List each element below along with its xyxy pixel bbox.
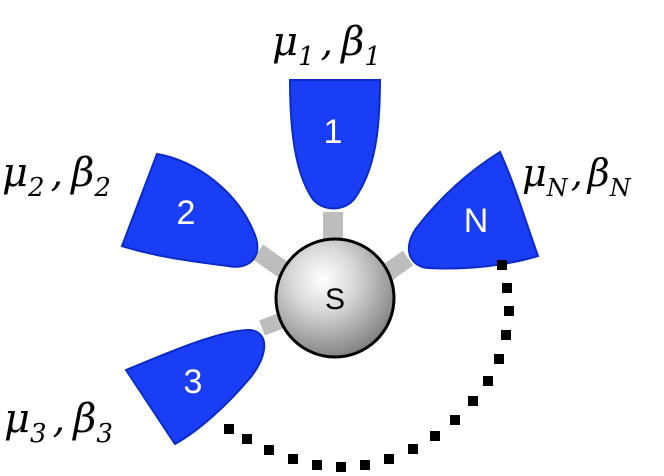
separator: , xyxy=(571,151,583,195)
dot xyxy=(312,460,322,470)
reservoir-1-number: 1 xyxy=(324,113,343,151)
reservoir-3-params: μ3,β3 xyxy=(4,396,113,449)
mu-symbol: μ xyxy=(4,396,30,442)
mu-subscript: 3 xyxy=(30,419,47,449)
dot xyxy=(497,260,507,270)
reservoir-N xyxy=(408,150,540,270)
dot xyxy=(483,376,493,386)
reservoir-1-params: μ1,β1 xyxy=(272,19,381,72)
reservoir-2-number: 2 xyxy=(177,194,196,232)
mu-symbol: μ xyxy=(272,19,298,65)
beta-symbol: β xyxy=(586,151,610,195)
dot xyxy=(264,445,274,455)
dot xyxy=(288,454,298,464)
separator: , xyxy=(51,150,64,196)
dot xyxy=(494,354,504,364)
dot xyxy=(408,444,418,454)
reservoir-3 xyxy=(124,328,266,446)
separator: , xyxy=(53,396,66,442)
dot xyxy=(430,431,440,441)
dot xyxy=(224,424,234,434)
beta-subscript: N xyxy=(609,174,632,202)
mu-subscript: 2 xyxy=(27,173,45,203)
beta-subscript: 2 xyxy=(93,173,111,203)
system-label: S xyxy=(325,283,345,316)
beta-symbol: β xyxy=(69,150,94,196)
mu-symbol: μ xyxy=(2,150,28,196)
dot xyxy=(502,283,512,293)
mu-subscript: N xyxy=(546,174,569,202)
beta-symbol: β xyxy=(71,396,96,442)
dot xyxy=(242,434,252,444)
dot xyxy=(450,415,460,425)
reservoir-3-number: 3 xyxy=(184,363,203,401)
separator: , xyxy=(321,19,334,65)
dot xyxy=(360,460,370,470)
dot xyxy=(336,462,346,472)
dot xyxy=(501,330,511,340)
reservoir-2 xyxy=(120,152,259,268)
dot xyxy=(468,396,478,406)
beta-symbol: β xyxy=(339,19,364,65)
beta-subscript: 3 xyxy=(96,419,113,449)
beta-subscript: 1 xyxy=(364,42,381,72)
system-sphere xyxy=(274,237,396,359)
reservoir-1 xyxy=(288,79,382,210)
mu-symbol: μ xyxy=(522,151,547,195)
dot xyxy=(504,306,514,316)
mu-subscript: 1 xyxy=(298,42,315,72)
ellipsis-dots xyxy=(224,260,514,472)
reservoir-N-params: μN,βN xyxy=(522,151,632,202)
reservoir-N-number: N xyxy=(464,202,489,240)
dot xyxy=(384,454,394,464)
reservoir-2-params: μ2,β2 xyxy=(2,150,111,203)
